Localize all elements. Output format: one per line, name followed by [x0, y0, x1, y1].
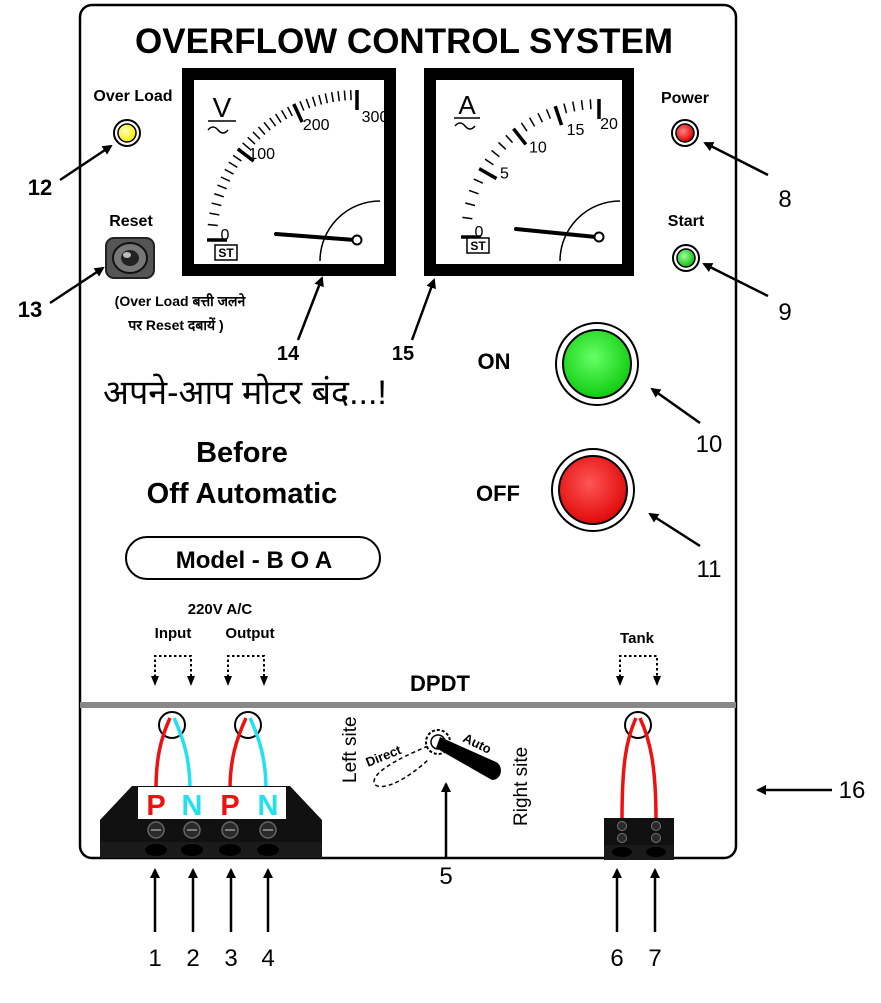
terminal-wire-hole	[219, 844, 241, 856]
reset-note-line2: पर Reset दबायें )	[127, 317, 223, 333]
voltmeter: V 0 100 200 300 ST	[188, 74, 390, 270]
callout-13: 13	[18, 297, 42, 322]
panel-title: OVERFLOW CONTROL SYSTEM	[135, 22, 673, 61]
voltmeter-minor-tick	[208, 225, 218, 226]
voltmeter-tick-label: 300	[362, 109, 389, 126]
callout-8: 8	[778, 186, 791, 213]
ammeter-pivot	[595, 233, 604, 242]
terminal-letter-3: P	[220, 790, 239, 822]
callout-16: 16	[839, 777, 866, 804]
terminal-wire-hole	[257, 844, 279, 856]
power-lamp	[676, 124, 694, 142]
callout-4: 4	[261, 945, 274, 972]
tank-wire-hole	[612, 847, 632, 857]
ammeter-tick-label: 10	[529, 139, 547, 156]
callout-12: 12	[28, 175, 52, 200]
terminal-wire-hole	[181, 844, 203, 856]
ammeter-tick-label: 20	[600, 116, 618, 133]
callout-10: 10	[696, 431, 723, 458]
callout-5: 5	[439, 863, 452, 890]
callout-1: 1	[148, 945, 161, 972]
dpdt-label: DPDT	[410, 671, 470, 696]
callout-14: 14	[277, 343, 300, 365]
terminal-wire-hole	[145, 844, 167, 856]
callout-11: 11	[697, 556, 722, 583]
bottom-arrows	[155, 870, 655, 932]
hindi-slogan: अपने-आप मोटर बंद...!	[103, 373, 387, 412]
main-terminal-block	[100, 786, 322, 858]
tank-label: Tank	[620, 630, 655, 647]
start-label: Start	[668, 213, 705, 230]
terminal-letter-2: N	[182, 790, 203, 822]
tank-screw	[618, 822, 627, 831]
voltmeter-tick-label: 200	[303, 117, 330, 134]
power-label: Power	[661, 90, 709, 107]
callout-2: 2	[186, 945, 199, 972]
ammeter-tick-label: 5	[500, 166, 509, 183]
on-button[interactable]	[563, 330, 631, 398]
voltmeter-tick-label: 100	[248, 146, 275, 163]
voltmeter-unit: V	[213, 92, 232, 123]
voltmeter-pivot	[353, 236, 362, 245]
switch-left-label: Left site	[340, 716, 361, 783]
tank-wire-hole	[646, 847, 666, 857]
reset-label: Reset	[109, 213, 153, 230]
ammeter-unit: A	[458, 90, 476, 120]
input-label: Input	[155, 625, 192, 642]
callout-7: 7	[648, 945, 661, 972]
boa-line1: Before	[196, 437, 288, 469]
boa-line2: Off Automatic	[147, 478, 338, 510]
switch-right-label: Right site	[511, 747, 532, 826]
overload-lamp	[118, 124, 136, 142]
voltmeter-brand: ST	[218, 246, 234, 260]
ammeter-tick-label: 15	[567, 122, 585, 139]
output-label: Output	[225, 625, 274, 642]
callout-6: 6	[610, 945, 623, 972]
ammeter-minor-tick	[590, 99, 591, 109]
callout-9: 9	[778, 299, 791, 326]
reset-button[interactable]	[106, 238, 154, 278]
model-label: Model - B O A	[176, 547, 332, 574]
on-label: ON	[478, 349, 511, 374]
ammeter-brand: ST	[470, 239, 486, 253]
terminal-letter-1: P	[146, 790, 165, 822]
voltmeter-minor-tick	[344, 91, 345, 101]
voltmeter-tick-label: 0	[221, 227, 230, 244]
tank-screw	[652, 834, 661, 843]
off-label: OFF	[476, 481, 520, 506]
overload-label: Over Load	[93, 88, 172, 105]
reset-note-line1: (Over Load बत्ती जलने	[115, 293, 247, 309]
terminal-letter-4: N	[258, 790, 279, 822]
supply-label: 220V A/C	[188, 601, 253, 618]
tank-screw	[652, 822, 661, 831]
off-button[interactable]	[559, 456, 627, 524]
start-lamp	[677, 249, 695, 267]
callout-3: 3	[224, 945, 237, 972]
callout-15: 15	[392, 343, 414, 365]
tank-screw	[618, 834, 627, 843]
